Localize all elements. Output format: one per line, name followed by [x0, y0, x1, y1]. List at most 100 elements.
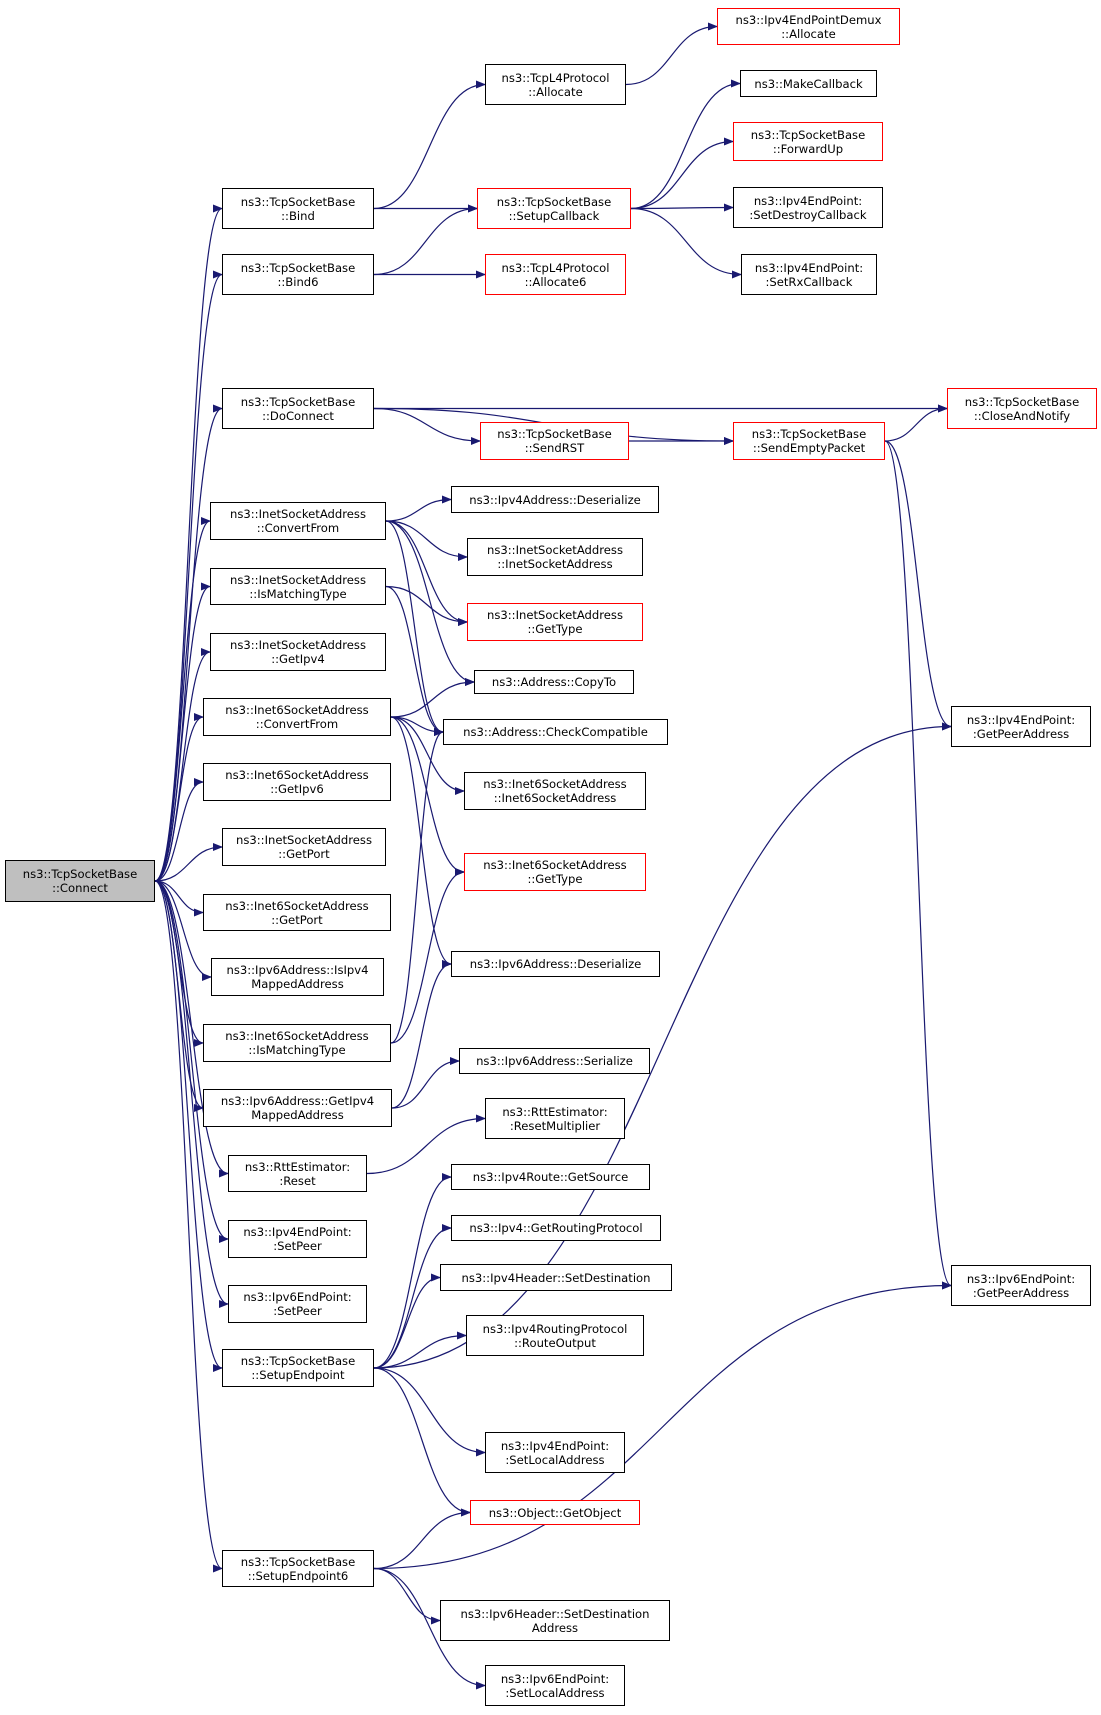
call-edge-connect-to-inet-convertfrom: [154, 517, 211, 882]
call-edge-setupendpoint-to-ipv4-getrouting: [373, 1224, 452, 1369]
call-edge-inet-convertfrom-to-inet-gettype: [385, 520, 468, 626]
node-label-line: ns3::RttEstimator:: [502, 1104, 608, 1119]
node-label-line: ns3::MakeCallback: [754, 76, 863, 91]
function-node-inet6-ctor[interactable]: ns3::Inet6SocketAddress::Inet6SocketAddr…: [464, 772, 646, 810]
node-label-line: ns3::InetSocketAddress: [487, 608, 623, 622]
function-node-inet6-ismatching[interactable]: ns3::Inet6SocketAddress::IsMatchingType: [203, 1024, 391, 1062]
call-edge-doconnect-to-sendrst: [373, 407, 481, 445]
function-node-rtt-reset[interactable]: ns3::RttEstimator::Reset: [228, 1155, 367, 1192]
function-node-inet-convertfrom[interactable]: ns3::InetSocketAddress::ConvertFrom: [210, 502, 386, 540]
function-node-inet-ctor[interactable]: ns3::InetSocketAddress::InetSocketAddres…: [467, 538, 643, 576]
node-label-line: :SetRxCallback: [765, 274, 853, 289]
node-label-line: :Reset: [279, 1173, 316, 1188]
function-node-inet6-getipv6[interactable]: ns3::Inet6SocketAddress::GetIpv6: [203, 763, 391, 801]
function-node-doconnect[interactable]: ns3::TcpSocketBase::DoConnect: [222, 388, 374, 429]
function-node-inet-getport[interactable]: ns3::InetSocketAddress::GetPort: [222, 828, 386, 866]
node-label-line: ns3::TcpSocketBase: [964, 394, 1080, 409]
node-label-line: ns3::Ipv4EndPointDemux: [735, 12, 882, 27]
node-label-line: :ResetMultiplier: [509, 1118, 601, 1133]
function-node-ipv4hdr-setdest[interactable]: ns3::Ipv4Header::SetDestination: [440, 1264, 672, 1291]
node-label-line: ::ConvertFrom: [255, 717, 339, 731]
function-node-inet6-getport[interactable]: ns3::Inet6SocketAddress::GetPort: [203, 894, 391, 931]
function-node-inet6-gettype[interactable]: ns3::Inet6SocketAddress::GetType: [464, 853, 646, 891]
function-node-ipv4ep-getpeer[interactable]: ns3::Ipv4EndPoint::GetPeerAddress: [951, 706, 1091, 747]
call-edge-bind6-to-setupcallback: [373, 204, 478, 276]
function-node-ipv4rp-routeoutput[interactable]: ns3::Ipv4RoutingProtocol::RouteOutput: [466, 1315, 644, 1356]
function-node-setupendpoint[interactable]: ns3::TcpSocketBase::SetupEndpoint: [222, 1349, 374, 1387]
function-node-ipv4ep-setlocal[interactable]: ns3::Ipv4EndPoint::SetLocalAddress: [485, 1432, 625, 1473]
call-edge-connect-to-ipv6ep-setpeer: [154, 880, 229, 1308]
function-node-inet-ismatching[interactable]: ns3::InetSocketAddress::IsMatchingType: [210, 568, 386, 605]
call-edge-setupendpoint-to-ipv4route-getsource: [373, 1173, 452, 1369]
function-node-ipv6addr-deser[interactable]: ns3::Ipv6Address::Deserialize: [451, 951, 660, 977]
call-edge-connect-to-ipv4ep-setpeer: [154, 880, 229, 1243]
node-label-line: ns3::InetSocketAddress: [230, 572, 366, 587]
node-label-line: ns3::Ipv4EndPoint:: [966, 712, 1076, 727]
call-edge-inet-convertfrom-to-addr-checkcompat: [385, 520, 444, 736]
function-node-bind6[interactable]: ns3::TcpSocketBase::Bind6: [222, 254, 374, 295]
function-node-sendrst[interactable]: ns3::TcpSocketBase::SendRST: [480, 422, 629, 460]
function-node-makecallback[interactable]: ns3::MakeCallback: [740, 70, 877, 97]
function-node-ipv4ep-setrx[interactable]: ns3::Ipv4EndPoint::SetRxCallback: [741, 254, 877, 295]
call-edge-setupendpoint-to-object-getobject: [373, 1367, 471, 1517]
node-label-line: ns3::Ipv6Address::Serialize: [476, 1054, 633, 1068]
function-node-setupendpoint6[interactable]: ns3::TcpSocketBase::SetupEndpoint6: [222, 1550, 374, 1587]
function-node-forwardup[interactable]: ns3::TcpSocketBase::ForwardUp: [733, 122, 883, 161]
function-node-tcpl4-allocate[interactable]: ns3::TcpL4Protocol::Allocate: [485, 64, 626, 105]
function-node-ipv4addr-deser[interactable]: ns3::Ipv4Address::Deserialize: [451, 486, 659, 513]
node-label-line: ::SetupEndpoint: [251, 1368, 345, 1382]
call-edge-sendemptypacket-to-closeandnotify: [884, 404, 948, 442]
function-node-addr-checkcompat[interactable]: ns3::Address::CheckCompatible: [443, 719, 668, 745]
function-node-connect[interactable]: ns3::TcpSocketBase::Connect: [5, 860, 155, 902]
function-node-sendemptypacket[interactable]: ns3::TcpSocketBase::SendEmptyPacket: [733, 422, 885, 460]
function-node-ipv6ep-setlocal[interactable]: ns3::Ipv6EndPoint::SetLocalAddress: [485, 1665, 625, 1706]
call-edge-setupendpoint6-to-ipv6ep-setlocal: [373, 1567, 486, 1690]
function-node-setupcallback[interactable]: ns3::TcpSocketBase::SetupCallback: [477, 188, 631, 229]
node-label-line: ns3::TcpSocketBase: [240, 194, 356, 209]
call-edge-setupcallback-to-makecallback: [630, 79, 741, 210]
function-node-addr-copyto[interactable]: ns3::Address::CopyTo: [474, 670, 634, 694]
node-label-line: ns3::Ipv6EndPoint:: [500, 1671, 610, 1686]
function-node-ipv4route-getsource[interactable]: ns3::Ipv4Route::GetSource: [451, 1164, 650, 1190]
call-edge-inet-convertfrom-to-inet-ctor: [385, 520, 468, 561]
node-label-line: ::SetupEndpoint6: [247, 1568, 349, 1583]
function-node-inet6-convertfrom[interactable]: ns3::Inet6SocketAddress::ConvertFrom: [203, 698, 391, 736]
node-label-line: ::DoConnect: [262, 408, 334, 423]
node-label-line: ns3::Inet6SocketAddress: [225, 1029, 369, 1043]
node-label-line: ns3::TcpSocketBase: [751, 427, 867, 441]
node-label-line: ::ConvertFrom: [256, 521, 340, 535]
node-label-line: ns3::Inet6SocketAddress: [225, 703, 369, 717]
function-node-ipv4ep-setdestroy[interactable]: ns3::Ipv4EndPoint::SetDestroyCallback: [733, 187, 883, 228]
function-node-ipv6addr-ser[interactable]: ns3::Ipv6Address::Serialize: [459, 1048, 650, 1074]
node-label-line: ::SetupCallback: [508, 208, 600, 223]
function-node-object-getobject[interactable]: ns3::Object::GetObject: [470, 1500, 640, 1525]
function-node-ipv6ep-getpeer[interactable]: ns3::Ipv6EndPoint::GetPeerAddress: [951, 1265, 1091, 1306]
node-label-line: ::Bind6: [277, 274, 319, 289]
node-label-line: ::GetPort: [278, 847, 330, 861]
node-label-line: ::ForwardUp: [772, 141, 844, 156]
function-node-ipv4epdemux-allocate[interactable]: ns3::Ipv4EndPointDemux::Allocate: [717, 8, 900, 45]
function-node-ipv4-getrouting[interactable]: ns3::Ipv4::GetRoutingProtocol: [451, 1215, 661, 1241]
function-node-closeandnotify[interactable]: ns3::TcpSocketBase::CloseAndNotify: [947, 388, 1097, 429]
node-label-line: ::GetType: [527, 872, 583, 886]
function-node-inet-gettype[interactable]: ns3::InetSocketAddress::GetType: [467, 603, 643, 641]
call-edge-setupcallback-to-forwardup: [630, 137, 734, 210]
function-node-ipv6ep-setpeer[interactable]: ns3::Ipv6EndPoint::SetPeer: [228, 1285, 367, 1323]
node-label-line: ::Allocate: [528, 84, 583, 99]
node-label-line: ns3::Inet6SocketAddress: [225, 768, 369, 782]
function-node-inet-getipv4[interactable]: ns3::InetSocketAddress::GetIpv4: [210, 633, 386, 671]
function-node-bind[interactable]: ns3::TcpSocketBase::Bind: [222, 188, 374, 229]
node-label-line: :SetPeer: [273, 1304, 322, 1318]
function-node-ipv4ep-setpeer[interactable]: ns3::Ipv4EndPoint::SetPeer: [228, 1220, 367, 1258]
node-label-line: ::GetIpv4: [271, 652, 325, 666]
node-label-line: ns3::TcpSocketBase: [496, 194, 612, 209]
node-label-line: ns3::Ipv4Address::Deserialize: [469, 492, 641, 507]
function-node-tcpl4-allocate6[interactable]: ns3::TcpL4Protocol::Allocate6: [485, 254, 626, 295]
node-label-line: ::Allocate: [781, 26, 836, 41]
function-node-rtt-resetmult[interactable]: ns3::RttEstimator::ResetMultiplier: [485, 1098, 625, 1139]
node-label-line: ::InetSocketAddress: [497, 557, 613, 571]
